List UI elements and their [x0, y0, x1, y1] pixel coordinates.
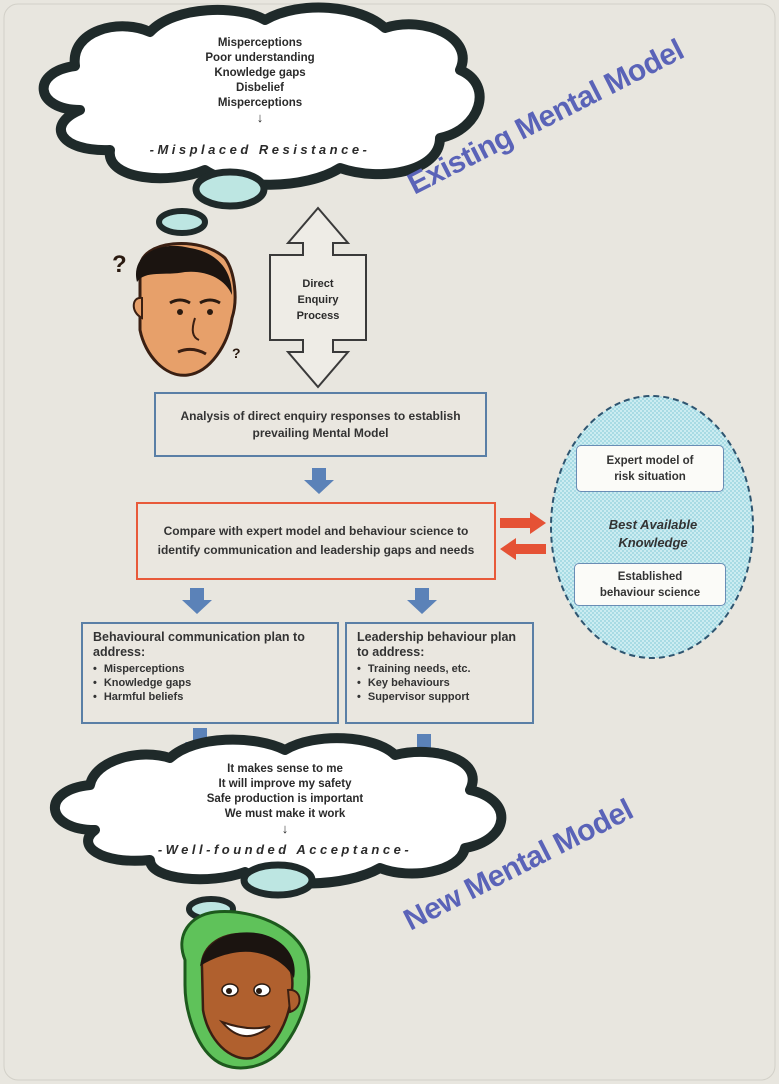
existing-cloud-line: Misperceptions — [217, 97, 303, 109]
arrow-compare-to-comm-plan — [182, 588, 212, 614]
list-item: Key behaviours — [357, 676, 522, 690]
compare-box: Compare with expert model and behaviour … — [136, 502, 496, 580]
direct-enquiry-label: Direct Enquiry Process — [296, 278, 340, 322]
communication-plan-list: Misperceptions Knowledge gaps Harmful be… — [93, 662, 327, 704]
new-cloud-text: It makes sense to me It will improve my … — [170, 762, 400, 835]
existing-cloud-line: Knowledge gaps — [214, 67, 306, 79]
arrow-from-knowledge — [500, 538, 546, 560]
existing-cloud-text: Misperceptions Poor understanding Knowle… — [150, 36, 370, 124]
list-item: Supervisor support — [357, 690, 522, 704]
list-item: Misperceptions — [93, 662, 327, 676]
svg-text:?: ? — [112, 251, 127, 278]
arrow-analysis-to-compare — [304, 468, 334, 494]
thought-bubble-large — [192, 168, 268, 210]
new-cloud-line: It will improve my safety — [218, 778, 352, 790]
list-item: Harmful beliefs — [93, 690, 327, 704]
new-cloud-line: It makes sense to me — [227, 763, 343, 775]
worried-face-illustration: ? ? — [112, 241, 241, 377]
thought-bubble-large-new — [240, 861, 316, 899]
new-thought-cloud — [50, 733, 507, 889]
best-available-knowledge-label: Best Available Knowledge — [608, 517, 698, 550]
thought-bubble-small — [156, 208, 208, 236]
misplaced-resistance-label: -Misplaced Resistance- — [149, 142, 371, 157]
communication-plan-box: Behavioural communication plan to addres… — [81, 622, 339, 724]
existing-thought-cloud — [38, 2, 485, 190]
leadership-plan-list: Training needs, etc. Key behaviours Supe… — [357, 662, 522, 704]
smiling-face-illustration — [180, 910, 311, 1070]
direct-enquiry-double-arrow — [269, 206, 367, 389]
down-arrow-glyph: ↓ — [281, 821, 289, 836]
communication-plan-title: Behavioural communication plan to addres… — [93, 630, 305, 659]
svg-text:?: ? — [232, 345, 241, 361]
list-item: Knowledge gaps — [93, 676, 327, 690]
down-arrow-glyph: ↓ — [256, 110, 264, 125]
new-cloud-line: We must make it work — [224, 808, 346, 820]
existing-cloud-line: Poor understanding — [205, 52, 315, 64]
new-cloud-line: Safe production is important — [206, 793, 364, 805]
arrow-to-knowledge — [500, 512, 546, 534]
leadership-plan-box: Leadership behaviour plan to address: Tr… — [345, 622, 534, 724]
existing-cloud-line: Disbelief — [236, 82, 284, 94]
existing-cloud-line: Misperceptions — [217, 37, 303, 49]
well-founded-acceptance-label: -Well-founded Acceptance- — [157, 842, 413, 857]
behaviour-science-box: Established behaviour science — [574, 563, 726, 606]
list-item: Training needs, etc. — [357, 662, 522, 676]
expert-model-box: Expert model of risk situation — [576, 445, 724, 492]
leadership-plan-title: Leadership behaviour plan to address: — [357, 630, 517, 659]
analysis-box: Analysis of direct enquiry responses to … — [154, 392, 487, 457]
arrow-compare-to-leader-plan — [407, 588, 437, 614]
